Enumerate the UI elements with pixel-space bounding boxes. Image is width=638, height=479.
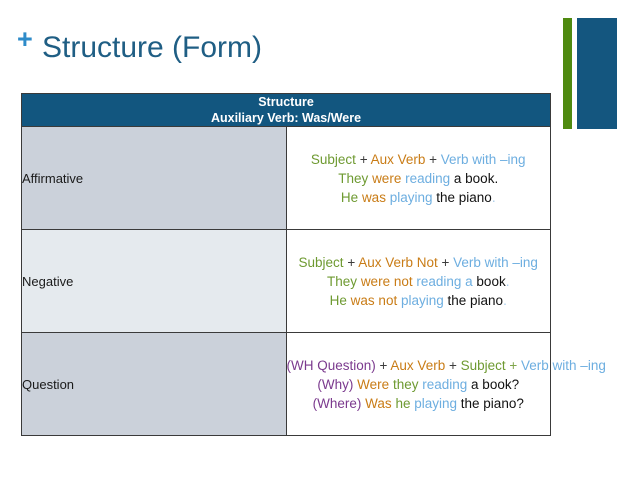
decor-green-bar: [563, 18, 572, 129]
row-label-question: Question: [21, 332, 287, 436]
example-subject: They: [338, 170, 369, 186]
table-header-line2: Auxiliary Verb: Was/Were: [210, 111, 362, 125]
example-aux: were: [372, 170, 402, 186]
pattern-plus-1: +: [355, 151, 371, 167]
pattern-question: (WH Question) + Aux Verb + Subject + Ver…: [286, 356, 606, 375]
example-affirmative-1: They were reading a book.: [287, 169, 551, 188]
table-row-affirmative: Affirmative Subject + Aux Verb + Verb wi…: [21, 126, 551, 230]
example-aux: were not: [360, 273, 413, 289]
pattern-aux: Aux Verb Not: [358, 254, 438, 270]
structure-table: Structure Auxiliary Verb: Was/Were Affir…: [21, 93, 606, 436]
example-rest: the piano: [436, 189, 492, 205]
pattern-aux: Aux Verb: [390, 357, 446, 373]
table-header-row: Structure Auxiliary Verb: Was/Were: [21, 93, 551, 127]
example-aux: was not: [350, 292, 398, 308]
table-header-cell: Structure Auxiliary Verb: Was/Were: [21, 93, 551, 127]
table-row-question: Question (WH Question) + Aux Verb + Subj…: [21, 332, 606, 436]
pattern-subject: Subject: [310, 151, 356, 167]
row-content-question: (WH Question) + Aux Verb + Subject + Ver…: [285, 332, 606, 436]
row-label-affirmative: Affirmative: [21, 126, 287, 230]
pattern-plus-3: +: [505, 357, 522, 373]
page-title: Structure (Form): [42, 31, 263, 64]
example-end: .: [503, 292, 507, 308]
pattern-plus-2: +: [437, 254, 454, 270]
example-subject: He: [329, 292, 347, 308]
pattern-plus-2: +: [425, 151, 441, 167]
example-question-2: (Where) Was he playing the piano?: [287, 394, 551, 413]
pattern-plus-1: +: [375, 357, 391, 373]
example-aux: was: [361, 189, 386, 205]
pattern-subject: Subject: [460, 357, 506, 373]
example-aux: Were: [357, 376, 390, 392]
pattern-affirmative: Subject + Aux Verb + Verb with –ing: [287, 150, 551, 169]
example-verbing: reading: [422, 376, 468, 392]
example-subject: they: [392, 376, 419, 392]
example-rest: the piano: [447, 292, 504, 308]
pattern-plus-2: +: [445, 357, 461, 373]
pattern-wh: (WH Question): [286, 357, 376, 373]
plus-icon: +: [17, 24, 33, 54]
example-verbing: reading a: [416, 273, 473, 289]
example-subject: he: [395, 395, 411, 411]
example-verbing: playing: [389, 189, 433, 205]
example-rest: a book?: [471, 376, 520, 392]
table-row-negative: Negative Subject + Aux Verb Not + Verb w…: [21, 229, 551, 333]
pattern-aux: Aux Verb: [370, 151, 426, 167]
pattern-verbing: Verb with –ing: [521, 357, 606, 373]
pattern-plus-1: +: [343, 254, 359, 270]
example-end: .: [494, 170, 499, 186]
example-subject: He: [340, 189, 359, 205]
example-aux: Was: [365, 395, 392, 411]
example-rest: a book: [453, 170, 495, 186]
row-content-negative: Subject + Aux Verb Not + Verb with –ing …: [285, 229, 551, 333]
example-wh: (Why): [317, 376, 354, 392]
example-wh: (Where): [312, 395, 362, 411]
pattern-subject: Subject: [298, 254, 344, 270]
table-header-line1: Structure: [258, 95, 314, 109]
example-subject: They: [327, 273, 358, 289]
decor-blue-block: [577, 18, 617, 129]
pattern-negative: Subject + Aux Verb Not + Verb with –ing: [287, 253, 551, 272]
row-label-negative: Negative: [21, 229, 287, 333]
pattern-verbing: Verb with –ing: [440, 151, 526, 167]
pattern-verbing: Verb with –ing: [453, 254, 538, 270]
example-negative-1: They were not reading a book.: [287, 272, 551, 291]
example-end: .: [505, 273, 510, 289]
example-question-1: (Why) Were they reading a book?: [287, 375, 551, 394]
example-verbing: playing: [414, 395, 458, 411]
example-rest: the piano?: [460, 395, 524, 411]
example-verbing: playing: [400, 292, 444, 308]
example-negative-2: He was not playing the piano.: [287, 291, 551, 310]
example-verbing: reading: [405, 170, 451, 186]
example-rest: book: [476, 273, 506, 289]
example-end: .: [491, 189, 496, 205]
row-content-affirmative: Subject + Aux Verb + Verb with –ing They…: [285, 126, 551, 230]
example-affirmative-2: He was playing the piano.: [287, 188, 551, 207]
